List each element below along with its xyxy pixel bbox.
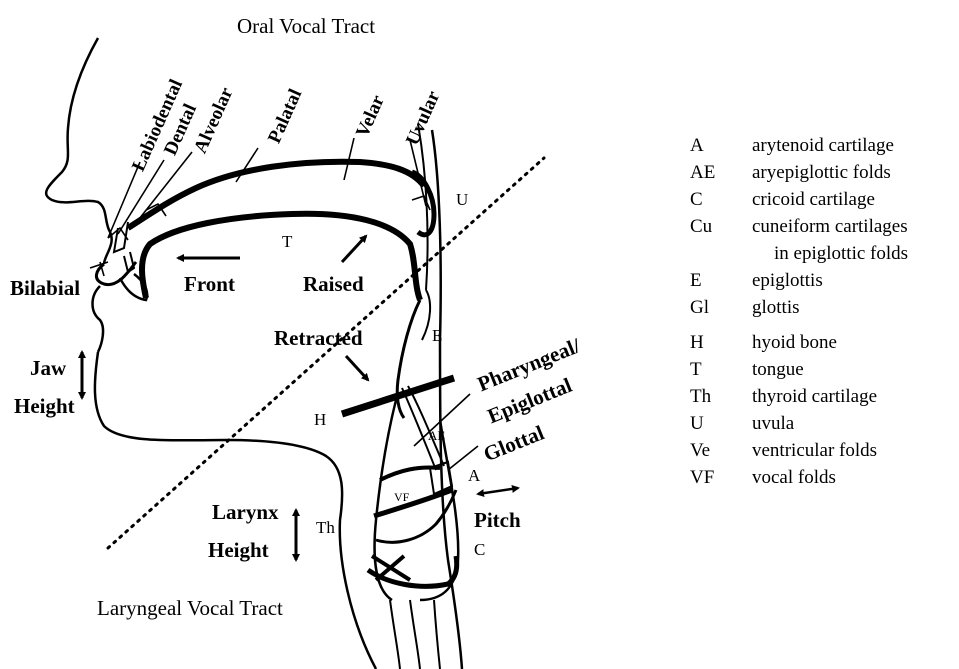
part-vocal-folds: VF bbox=[394, 490, 409, 505]
epiglottis bbox=[397, 300, 420, 418]
label-raised: Raised bbox=[303, 272, 364, 297]
legend-abbr: E bbox=[690, 267, 750, 294]
part-aryepiglottic: AE bbox=[428, 428, 445, 444]
raised-arrow bbox=[342, 236, 366, 262]
pitch-arrow bbox=[478, 488, 518, 494]
lower-lip bbox=[93, 286, 104, 352]
legend-abbr: Ve bbox=[690, 437, 750, 464]
part-tongue: T bbox=[282, 232, 292, 252]
vocal-folds bbox=[374, 490, 452, 516]
part-cricoid: C bbox=[474, 540, 485, 560]
legend-desc: vocal folds bbox=[752, 464, 836, 491]
legend-desc: aryepiglottic folds bbox=[752, 159, 891, 186]
part-hyoid: H bbox=[314, 410, 326, 430]
place-leader-lines bbox=[90, 138, 478, 470]
legend-abbr: VF bbox=[690, 464, 750, 491]
legend-abbr: H bbox=[690, 329, 750, 356]
legend-desc: uvula bbox=[752, 410, 794, 437]
label-larynx: Larynx bbox=[212, 500, 279, 525]
legend-abbr: T bbox=[690, 356, 750, 383]
part-arytenoid: A bbox=[468, 466, 480, 486]
label-retracted: Retracted bbox=[274, 326, 363, 351]
legend-desc: cuneiform cartilages bbox=[752, 213, 908, 240]
label-bilabial: Bilabial bbox=[10, 276, 80, 301]
laryngeal-tract-title: Laryngeal Vocal Tract bbox=[97, 596, 283, 621]
retracted-arrow bbox=[346, 356, 368, 380]
label-pitch: Pitch bbox=[474, 508, 521, 533]
legend-abbr: U bbox=[690, 410, 750, 437]
legend-desc: tongue bbox=[752, 356, 804, 383]
label-jaw: Jaw bbox=[30, 356, 66, 381]
legend-abbr: AE bbox=[690, 159, 750, 186]
legend-desc: cricoid cartilage bbox=[752, 186, 875, 213]
legend-desc: arytenoid cartilage bbox=[752, 132, 894, 159]
label-jaw-height: Height bbox=[14, 394, 75, 419]
trachea-lines bbox=[390, 600, 440, 669]
legend-desc: thyroid cartilage bbox=[752, 383, 877, 410]
part-uvula: U bbox=[456, 190, 468, 210]
legend-abbr: Gl bbox=[690, 294, 750, 321]
legend-desc: ventricular folds bbox=[752, 437, 877, 464]
face-profile bbox=[46, 38, 112, 264]
label-larynx-height: Height bbox=[208, 538, 269, 563]
palate bbox=[128, 162, 424, 228]
label-front: Front bbox=[184, 272, 235, 297]
legend-abbr: Cu bbox=[690, 213, 750, 240]
legend-abbr: Th bbox=[690, 383, 750, 410]
velum bbox=[412, 172, 434, 235]
legend-desc: epiglottis bbox=[752, 267, 823, 294]
epiglottis-tip bbox=[422, 290, 430, 340]
legend-abbr: C bbox=[690, 186, 750, 213]
cricoid-cross bbox=[372, 556, 410, 580]
legend-desc: hyoid bone bbox=[752, 329, 837, 356]
upper-lip bbox=[96, 262, 136, 285]
legend-desc: in epiglottic folds bbox=[774, 240, 908, 267]
legend-desc: glottis bbox=[752, 294, 800, 321]
oral-tract-title: Oral Vocal Tract bbox=[237, 14, 375, 39]
part-epiglottis: E bbox=[432, 326, 442, 346]
part-thyroid: Th bbox=[316, 518, 335, 538]
legend-abbr: A bbox=[690, 132, 750, 159]
